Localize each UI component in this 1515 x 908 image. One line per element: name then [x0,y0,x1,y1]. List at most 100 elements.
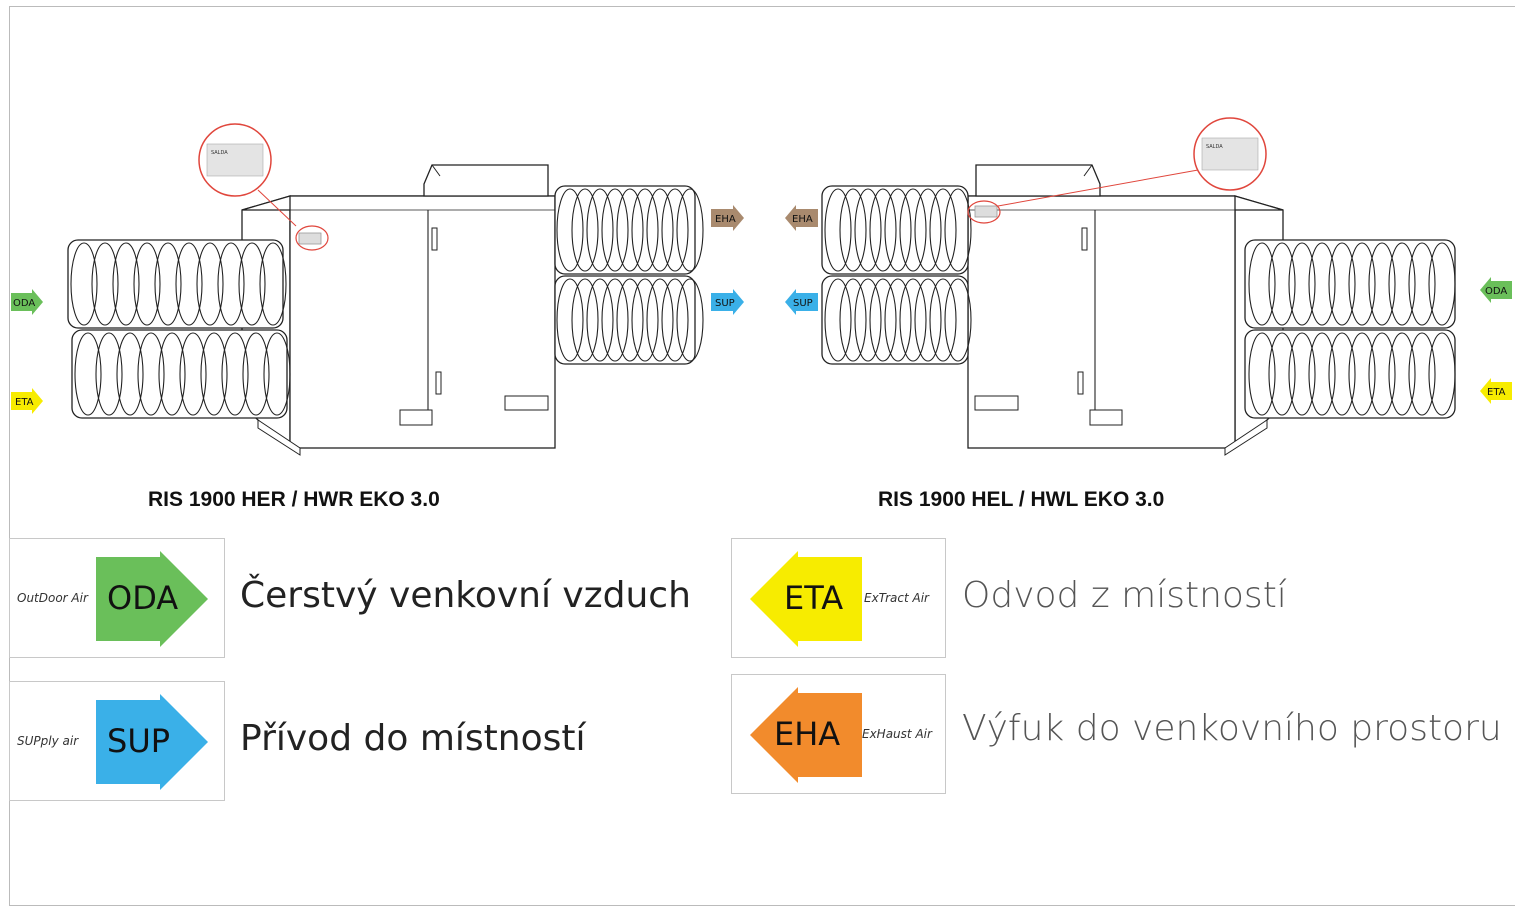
duct-rib [586,278,614,362]
duct-rib [1408,242,1436,326]
duct-rib [1268,332,1296,416]
duct-rib [1388,242,1416,326]
arrow-eha-right-label: EHA [792,214,813,225]
duct-rib [914,278,942,362]
brand-label-right: SALDA [1206,144,1223,150]
duct-rib [263,332,291,416]
duct-rib [1368,332,1396,416]
arrow-eta-right-label: ETA [1487,387,1506,398]
duct-rib [854,188,882,272]
legend-sup-code: SUP [107,722,171,760]
duct-rib [133,242,161,326]
duct-rib [676,188,704,272]
duct-rib [1268,242,1296,326]
legend-sup-sub: SUPply air [17,734,79,748]
duct-rib [854,278,882,362]
duct-rib [1428,332,1456,416]
left-unit: SALDA [67,123,704,456]
arrow-eta-left-label: ETA [15,397,34,408]
duct-rib [586,188,614,272]
duct-rib [661,278,689,362]
duct-rib [944,188,972,272]
duct-rib [242,332,270,416]
duct-rib [238,242,266,326]
duct-rib [1288,242,1316,326]
duct-rib [869,188,897,272]
duct-rib [200,332,228,416]
legend-eha-arrow [750,687,862,783]
legend-eta: ETA ExTract Air [731,538,946,658]
legend-eha: EHA ExHaust Air [731,674,946,794]
oda-arrow-shape [96,551,208,647]
arrow-oda-left: ODA [11,289,43,315]
figure-frame [9,6,1515,906]
eha-arrow-shape [750,687,862,783]
duct-rib [95,332,123,416]
arrow-sup-right-label: SUP [793,298,813,309]
duct-rib [221,332,249,416]
legend-oda-desc: Čerstvý venkovní vzduch [240,575,691,616]
duct-rib [661,188,689,272]
duct-rib [1328,332,1356,416]
legend-eha-desc: Výfuk do venkovního prostoru [962,708,1502,749]
arrow-oda-left-label: ODA [13,298,35,309]
duct-rib [116,332,144,416]
duct-rib [154,242,182,326]
arrow-sup-left-label: SUP [715,298,735,309]
duct-rib [1308,332,1336,416]
duct-rib [929,278,957,362]
duct-rib [929,188,957,272]
duct-rib [158,332,186,416]
duct-rib [839,188,867,272]
duct-rib [899,278,927,362]
duct-rib [646,188,674,272]
arrow-eta-right: ETA [1480,378,1512,404]
arrow-eta-left: ETA [11,388,43,414]
right-unit: SALDA [821,117,1456,456]
duct-rib [601,278,629,362]
arrow-eha-right: EHA [785,205,818,231]
duct-rib [74,332,102,416]
duct-rib [884,188,912,272]
duct-rib [601,188,629,272]
duct-rib [137,332,165,416]
duct-rib [1388,332,1416,416]
legend-oda: OutDoor Air ODA [9,538,225,658]
legend-eta-sub: ExTract Air [864,591,929,605]
duct-rib [1248,242,1276,326]
eta-arrow-shape [750,551,862,647]
duct-rib [824,188,852,272]
duct-rib [839,278,867,362]
duct-rib [616,188,644,272]
legend-eha-sub: ExHaust Air [862,727,932,741]
duct-rib [1288,332,1316,416]
duct-rib [1368,242,1396,326]
duct-rib [556,278,584,362]
arrow-sup-right: SUP [785,289,818,315]
legend-oda-code: ODA [107,579,179,617]
duct-rib [175,242,203,326]
model-title-left: RIS 1900 HER / HWR EKO 3.0 [148,488,440,511]
duct-rib [259,242,287,326]
duct-rib [217,242,245,326]
duct-rib [676,278,704,362]
duct-rib [824,278,852,362]
duct-rib [869,278,897,362]
arrow-eha-left-label: EHA [715,214,736,225]
duct-rib [112,242,140,326]
legend-sup-arrow [96,694,208,790]
model-title-right: RIS 1900 HEL / HWL EKO 3.0 [878,488,1165,511]
arrow-oda-right: ODA [1480,277,1512,303]
duct-rib [1408,332,1436,416]
duct-rib [884,278,912,362]
arrow-oda-right-label: ODA [1485,286,1507,297]
duct-rib [616,278,644,362]
legend-eha-code: EHA [774,715,841,753]
brand-label: SALDA [211,150,228,156]
duct-rib [571,188,599,272]
legend-sup: SUPply air SUP [9,681,225,801]
legend-eta-desc: Odvod z místností [962,575,1287,616]
duct-rib [91,242,119,326]
legend-eta-code: ETA [784,579,844,617]
duct-rib [1428,242,1456,326]
